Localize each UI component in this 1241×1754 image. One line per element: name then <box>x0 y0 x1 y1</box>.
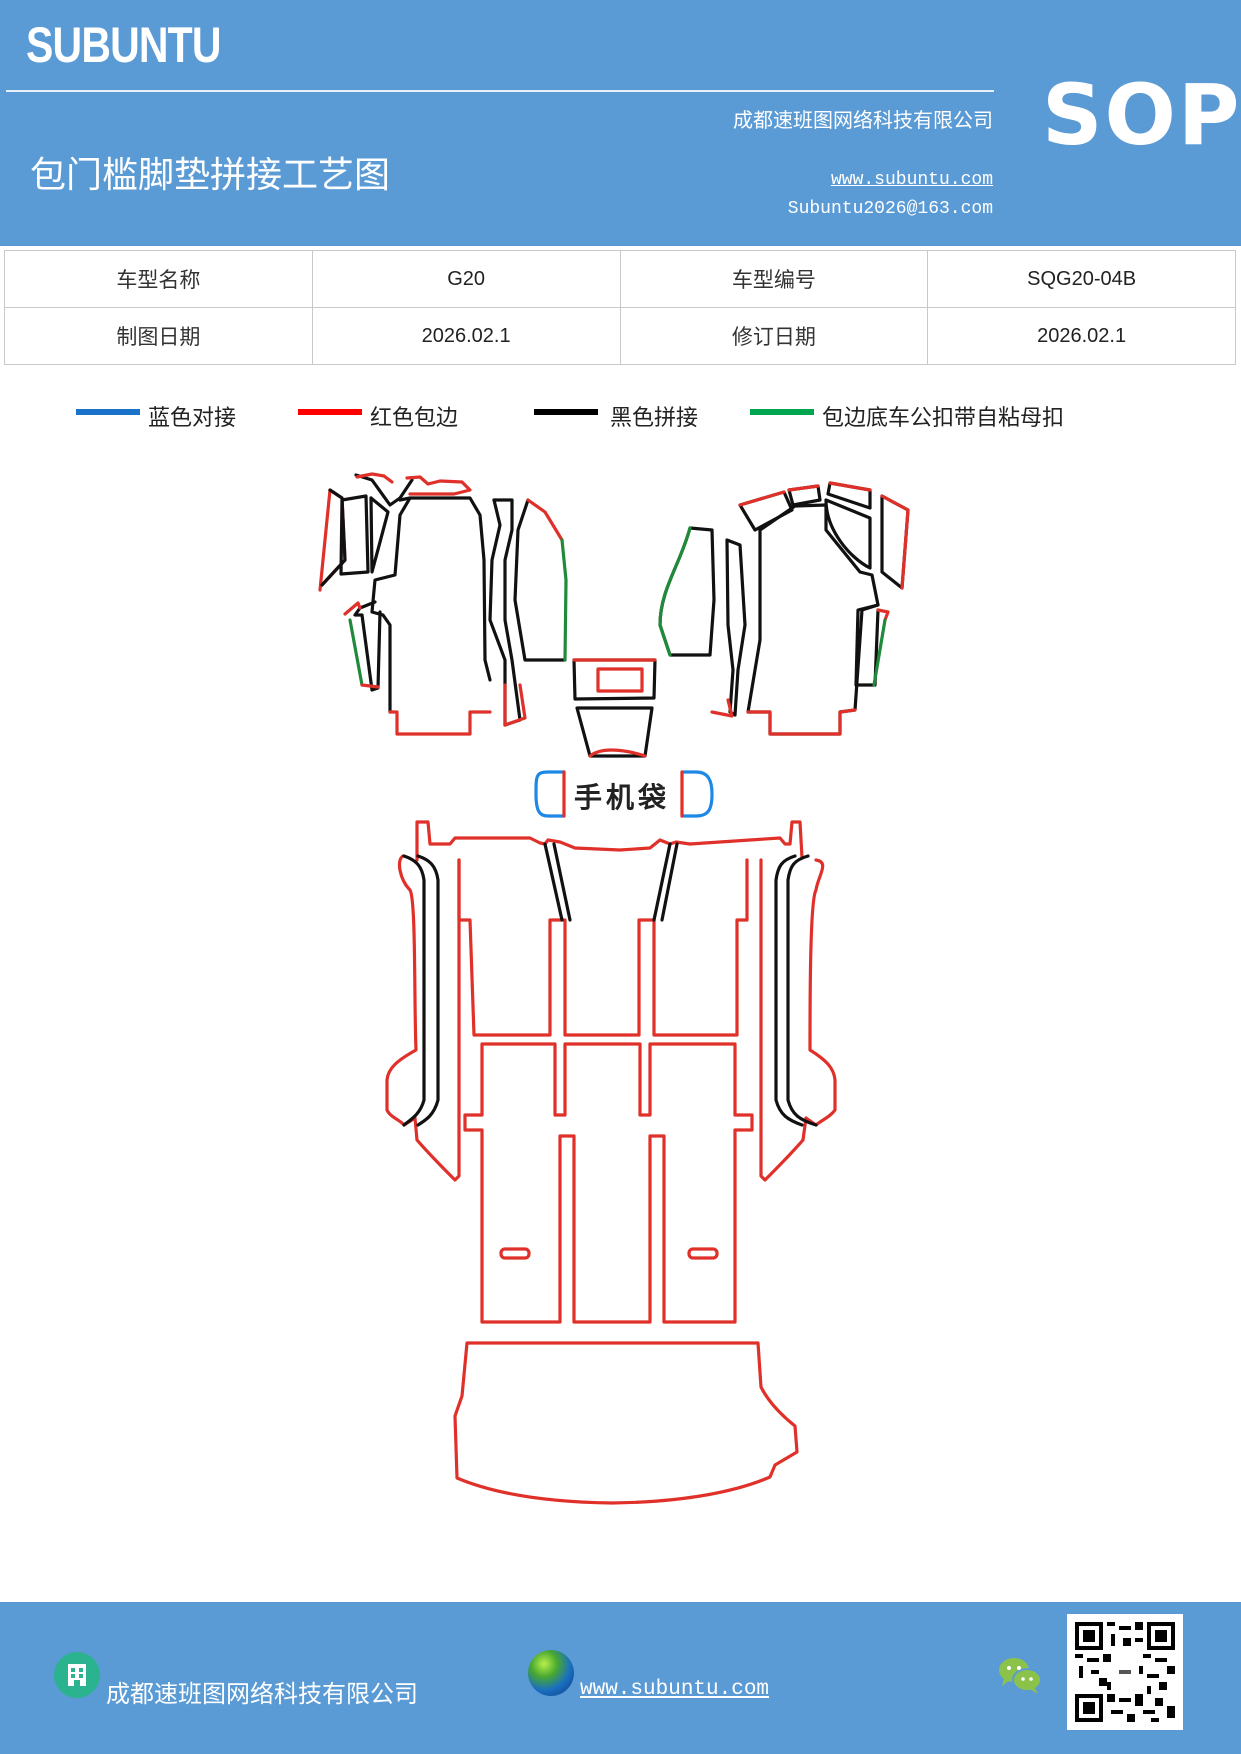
wechat-icon <box>999 1658 1042 1694</box>
legend-item-green: 包边底车公扣带自粘母扣 <box>750 400 1064 432</box>
left-front-pieces <box>318 472 568 736</box>
globe-icon <box>528 1650 574 1696</box>
black-line-swatch <box>534 409 598 415</box>
drawing-date-value: 2026.02.1 <box>311 307 621 365</box>
main-floor-piece <box>415 820 804 1324</box>
header-website-link[interactable]: www.subuntu.com <box>830 170 993 190</box>
model-name-label: 车型名称 <box>4 250 313 308</box>
header-company: 成都速班图网络科技有限公司 <box>733 108 993 132</box>
legend-label: 蓝色对接 <box>148 406 237 431</box>
legend-label: 包边底车公扣带自粘母扣 <box>822 406 1065 431</box>
red-line-swatch <box>298 409 362 415</box>
page-title: 包门槛脚垫拼接工艺图 <box>30 155 391 196</box>
floor-mat-diagram <box>318 472 910 1505</box>
phone-pocket-label: 手机袋 <box>574 781 671 814</box>
footer-company: 成都速班图网络科技有限公司 <box>106 1680 418 1708</box>
legend-item-blue: 蓝色对接 <box>76 400 236 432</box>
drawing-date-label: 制图日期 <box>4 307 313 365</box>
brand-logo: SUBUNTU <box>26 17 222 73</box>
green-line-swatch <box>750 409 814 415</box>
table-row: 车型名称 G20 车型编号 SQG20-04B <box>4 250 1236 308</box>
sop-badge: SOP <box>1042 66 1241 164</box>
right-side-strip <box>759 854 837 1182</box>
table-row: 制图日期 2026.02.1 修订日期 2026.02.1 <box>4 307 1236 365</box>
legend-label: 黑色拼接 <box>610 406 699 431</box>
phone-pocket <box>534 770 714 818</box>
header: SUBUNTU 成都速班图网络科技有限公司 包门槛脚垫拼接工艺图 www.sub… <box>0 0 1241 246</box>
trunk-piece <box>453 1341 799 1505</box>
revision-date-label: 修订日期 <box>619 307 929 365</box>
legend-label: 红色包边 <box>370 406 459 431</box>
legend-item-red: 红色包边 <box>298 400 458 432</box>
center-console-piece <box>572 658 657 758</box>
model-name-value: G20 <box>311 250 621 308</box>
header-divider <box>6 90 994 92</box>
left-side-strip <box>385 842 679 1182</box>
legend: 蓝色对接 红色包边 黑色拼接 包边底车公扣带自粘母扣 <box>0 400 1241 440</box>
revision-date-value: 2026.02.1 <box>927 307 1236 365</box>
building-icon <box>54 1652 100 1698</box>
footer-website-link[interactable]: www.subuntu.com <box>580 1678 770 1701</box>
model-code-value: SQG20-04B <box>927 250 1236 308</box>
right-front-pieces <box>658 481 910 736</box>
info-table: 车型名称 G20 车型编号 SQG20-04B 制图日期 2026.02.1 修… <box>4 250 1236 365</box>
footer: 成都速班图网络科技有限公司 www.subuntu.com <box>0 1602 1241 1754</box>
header-email: Subuntu2026@163.com <box>787 199 993 219</box>
blue-line-swatch <box>76 409 140 415</box>
qr-code <box>1067 1614 1183 1730</box>
model-code-label: 车型编号 <box>619 250 929 308</box>
legend-item-black: 黑色拼接 <box>534 400 698 432</box>
